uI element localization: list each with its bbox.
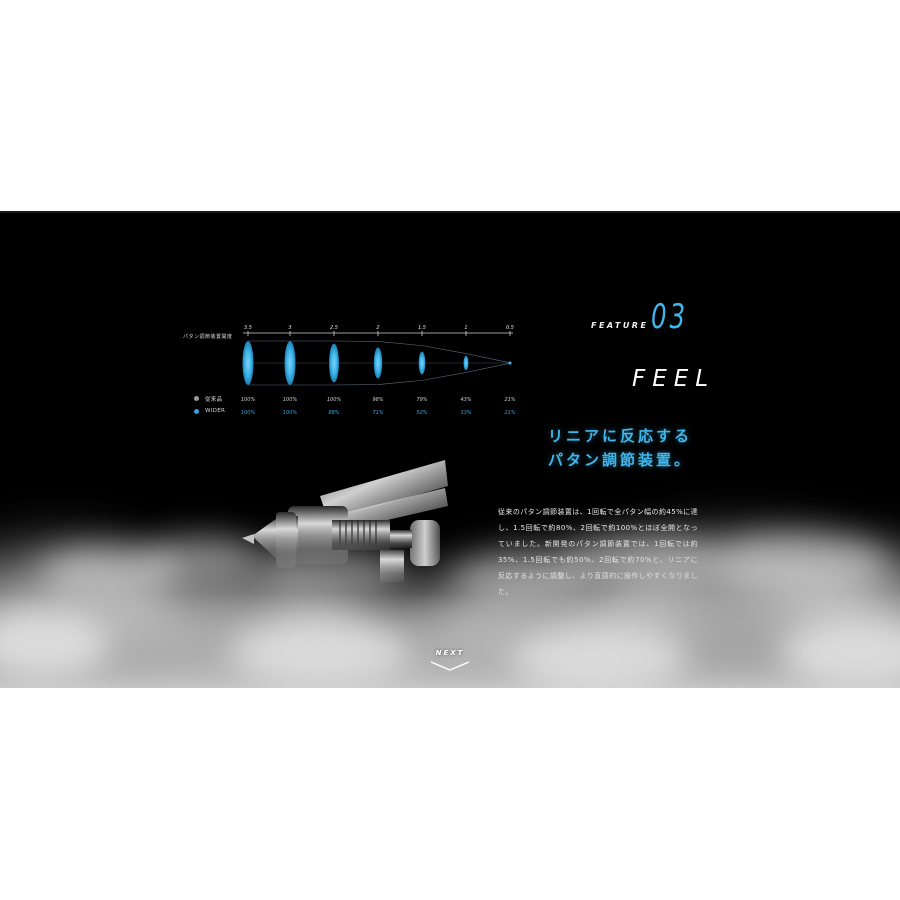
pct-value: 52%: [416, 410, 428, 416]
pattern-ellipse: [508, 361, 512, 365]
tick-label: 0.5: [506, 325, 514, 331]
pattern-ellipse: [284, 341, 296, 385]
pattern-ellipse: [463, 355, 469, 371]
tick-label: 3.5: [244, 325, 252, 331]
pattern-ellipse: [242, 341, 254, 385]
headline-line-2: パタン調節装置。: [548, 451, 693, 469]
tick-label: 1: [464, 325, 468, 331]
pattern-ellipse: [418, 351, 426, 375]
feature-banner: パタン調節装置開度 3.5 3 2.5 2 1.5 1 0.5 従来品 WIDE…: [0, 213, 900, 688]
tick-marks: [247, 331, 511, 336]
pct-value: 79%: [416, 397, 428, 403]
tick-label: 2.5: [330, 325, 338, 331]
top-divider: [0, 211, 900, 213]
pct-value: 88%: [328, 410, 340, 416]
next-label[interactable]: NEXT: [435, 649, 465, 657]
pct-value: 100%: [240, 410, 256, 416]
pct-value: 33%: [460, 410, 472, 416]
legend-dot-wider: [194, 409, 199, 414]
feature-title: FEEL: [632, 366, 716, 392]
legend-label-wider: WIDER: [205, 408, 226, 414]
pct-value: 100%: [282, 410, 298, 416]
pattern-ellipse: [373, 347, 383, 379]
pct-value: 98%: [372, 397, 384, 403]
chevron-down-icon[interactable]: [430, 660, 470, 672]
feature-label: FEATURE: [591, 321, 649, 330]
pct-value: 21%: [504, 397, 516, 403]
spray-pattern-graphic: [242, 331, 513, 386]
legend-label-conventional: 従来品: [205, 397, 223, 403]
tick-label: 2: [376, 325, 380, 331]
pct-value: 100%: [326, 397, 342, 403]
feature-number: 03: [651, 297, 688, 337]
pattern-ellipse: [329, 343, 339, 383]
feature-description: 従来のパタン調節装置は、1回転で全パタン幅の約45%に達し、1.5回転で約80%…: [498, 508, 698, 596]
tick-label: 3: [288, 325, 292, 331]
pct-value: 71%: [372, 410, 384, 416]
tick-label: 1.5: [418, 325, 426, 331]
chart-title: パタン調節装置開度: [183, 334, 233, 340]
pct-value: 21%: [504, 410, 516, 416]
pct-value: 100%: [240, 397, 256, 403]
headline-line-1: リニアに反応する: [548, 427, 693, 445]
pct-value: 100%: [282, 397, 298, 403]
pct-value: 43%: [460, 397, 472, 403]
pattern-ellipses: [242, 341, 512, 385]
legend-dot-conventional: [194, 396, 199, 401]
nozzle-mechanism-image: [242, 460, 448, 582]
